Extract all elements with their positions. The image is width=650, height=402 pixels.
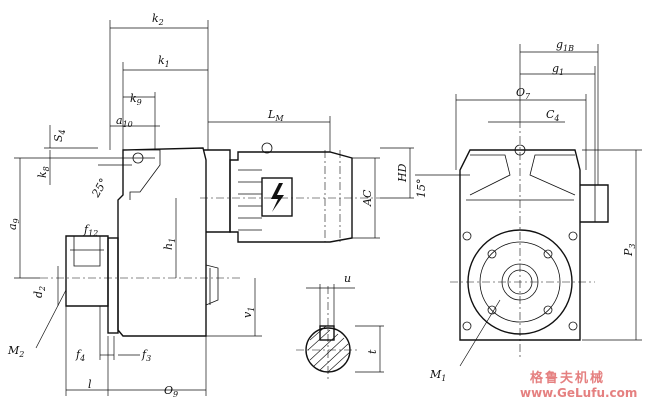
watermark-url: www.GeLufu.com (520, 386, 637, 400)
label-hd: HD (396, 163, 409, 183)
label-lm: LM (267, 108, 284, 123)
output-shaft (65, 235, 109, 307)
label-k9: k9 (130, 92, 142, 107)
label-l: l (88, 378, 92, 391)
label-g1: g1 (552, 62, 564, 77)
terminal-box (261, 177, 293, 217)
label-k2: k2 (152, 12, 164, 27)
label-h1: h1 (162, 238, 177, 250)
label-k1: k1 (158, 54, 170, 69)
flange-plate (107, 237, 119, 334)
lightning-icon (271, 183, 284, 212)
front-dimensions (415, 44, 642, 367)
label-o9: O9 (164, 384, 178, 399)
label-p3: P3 (622, 244, 637, 258)
label-angle15: 15° (415, 179, 428, 199)
side-view (40, 142, 380, 337)
label-m2: M2 (7, 344, 24, 359)
label-v1: v1 (241, 307, 256, 318)
label-o7: O7 (516, 86, 531, 101)
label-f12: f12 (83, 223, 98, 238)
label-g1b: g1B (556, 38, 574, 53)
label-a10: a10 (116, 114, 133, 129)
label-m1: M1 (429, 368, 446, 383)
label-f4: f4 (75, 348, 85, 363)
front-view (450, 120, 609, 360)
watermark-chinese: 格鲁夫机械 (530, 370, 605, 386)
label-a9: a9 (6, 218, 21, 230)
motor-body (229, 151, 353, 243)
shaft-section (296, 284, 384, 380)
label-k8: k8 (36, 166, 51, 178)
label-t: t (366, 349, 379, 354)
label-d2: d2 (32, 286, 47, 298)
label-s4: S4 (52, 129, 67, 142)
label-angle25: 25° (89, 176, 111, 200)
label-f3: f3 (141, 348, 151, 363)
label-u: u (344, 272, 351, 285)
label-c4: C4 (546, 108, 560, 123)
label-ac: AC (361, 189, 374, 207)
side-dimensions (14, 20, 414, 396)
front-housing (459, 149, 581, 341)
gearbox-housing (117, 147, 207, 337)
labels: k2 k1 k9 a10 S4 k8 25° a9 f12 d2 M2 f4 f… (6, 12, 637, 399)
watermark: 格鲁夫机械 www.GeLufu.com (520, 370, 637, 400)
